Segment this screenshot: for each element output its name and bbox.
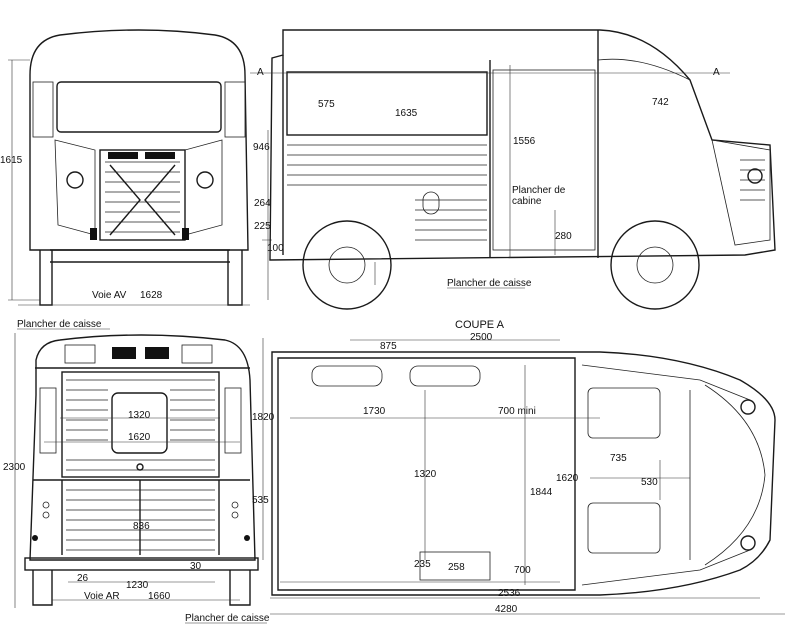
- dim-735: 735: [610, 453, 627, 464]
- dim-1320-plan: 1320: [414, 469, 437, 480]
- section-title: COUPE A: [455, 319, 505, 331]
- rear-wheel-side: [610, 220, 700, 310]
- section-mark-a-right: A: [713, 67, 720, 78]
- dim-1844: 1844: [530, 487, 553, 498]
- side-view: A A 575 1635 1556 742 Plancher de cabine…: [250, 29, 776, 310]
- dim-946: 946: [253, 142, 270, 153]
- dim-258: 258: [448, 562, 465, 573]
- track-front-label: Voie AV: [92, 290, 127, 301]
- dim-2500: 2500: [470, 332, 493, 343]
- track-rear-label: Voie AR: [84, 591, 120, 602]
- dim-1320-rear: 1320: [128, 410, 151, 421]
- dim-30: 30: [190, 561, 202, 572]
- cab-floor-label-1: Plancher de: [512, 185, 566, 196]
- dim-100: 100: [267, 243, 284, 254]
- dim-264: 264: [254, 198, 271, 209]
- dim-280: 280: [555, 231, 572, 242]
- dim-1620-plan: 1620: [556, 473, 579, 484]
- dim-742: 742: [652, 97, 669, 108]
- dim-1620-rear: 1620: [128, 432, 151, 443]
- front-view: 1615 946 264 225 100 Voie AV 1628 Planch…: [0, 29, 284, 330]
- track-front-value: 1628: [140, 290, 163, 301]
- dim-2300: 2300: [3, 462, 26, 473]
- floor-label-front: Plancher de caisse: [17, 319, 102, 330]
- dim-700: 700: [514, 565, 531, 576]
- dim-1615: 1615: [0, 155, 23, 166]
- floor-label-side: Plancher de caisse: [447, 278, 532, 289]
- dim-535: 535: [252, 495, 269, 506]
- dim-1230: 1230: [126, 580, 149, 591]
- dim-836: 836: [133, 521, 150, 532]
- cab-floor-label-2: cabine: [512, 196, 542, 207]
- rear-view: 1320 1620 1820 2300 535 836 30 26 1230 V…: [3, 333, 275, 624]
- dim-875: 875: [380, 341, 397, 352]
- dim-4280: 4280: [495, 604, 518, 615]
- dim-575: 575: [318, 99, 335, 110]
- dim-700-mini: 700 mini: [498, 406, 536, 417]
- dim-2536: 2536: [498, 588, 521, 599]
- dim-26: 26: [77, 573, 89, 584]
- dim-530: 530: [641, 477, 658, 488]
- plan-view: COUPE A 2500 875 1730 700 mini 1320 1620…: [270, 319, 785, 615]
- front-grille: [99, 149, 186, 241]
- track-rear-value: 1660: [148, 591, 171, 602]
- section-mark-a-left: A: [257, 67, 264, 78]
- dim-1556: 1556: [513, 136, 536, 147]
- dim-235: 235: [414, 559, 431, 570]
- dim-1730: 1730: [363, 406, 386, 417]
- front-wheel-side: [302, 220, 392, 310]
- dim-1635: 1635: [395, 108, 418, 119]
- floor-label-rear: Plancher de caisse: [185, 613, 270, 624]
- dim-225: 225: [254, 221, 271, 232]
- dim-1820: 1820: [252, 412, 275, 423]
